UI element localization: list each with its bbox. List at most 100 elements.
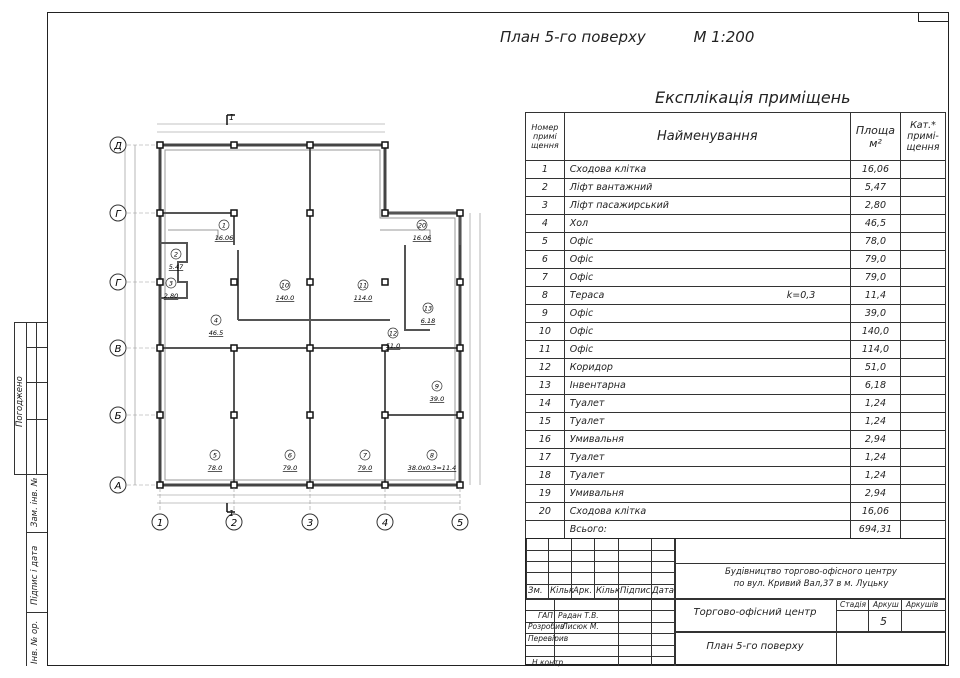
sheet-label: Аркуш [873, 600, 899, 609]
svg-text:78.0: 78.0 [208, 464, 222, 472]
room-number: 17 [525, 448, 565, 467]
structural-column [156, 278, 164, 286]
room-name: Туалет [563, 448, 851, 467]
svg-text:140.0: 140.0 [276, 294, 295, 302]
dimension-lines [124, 123, 481, 504]
room-label: 116.06 [215, 219, 234, 242]
role-label: Н.контр. [532, 658, 566, 667]
room-number: 1 [525, 160, 565, 179]
svg-text:А: А [114, 481, 122, 492]
room-name-text: Умивальня [569, 434, 624, 445]
svg-text:16.06: 16.06 [215, 234, 234, 242]
svg-text:2: 2 [231, 518, 237, 529]
title-block-line [836, 598, 837, 665]
room-area: 79,0 [849, 250, 902, 269]
title-block-line [526, 572, 674, 573]
room-label: 679.0 [283, 449, 297, 472]
explication-table: Номер примі щення Найменування Площа м² … [525, 112, 946, 539]
svg-text:4: 4 [382, 518, 388, 529]
room-category [900, 178, 946, 197]
svg-text:1: 1 [222, 222, 226, 230]
axis-row-marker: Г [109, 273, 155, 291]
svg-text:51.0: 51.0 [386, 342, 400, 350]
svg-text:114.0: 114.0 [354, 294, 373, 302]
structural-column [306, 209, 314, 217]
room-name-text: Туалет [569, 416, 605, 427]
room-name: Сходова клітка [563, 502, 851, 521]
structural-column [156, 344, 164, 352]
room-name: Коридор [563, 358, 851, 377]
room-category [900, 358, 946, 377]
room-category [900, 268, 946, 287]
title-block-line [526, 633, 674, 634]
title-block-line [548, 539, 549, 599]
person-name: Радан Т.В. [558, 611, 599, 620]
title-block-line [868, 598, 869, 631]
structural-column [381, 278, 389, 286]
room-category [900, 448, 946, 467]
room-number: 16 [525, 430, 565, 449]
title-block-line [526, 610, 674, 611]
svg-text:9: 9 [435, 383, 439, 391]
person-name: Лисюк М. [562, 622, 599, 631]
room-category [900, 412, 946, 431]
title-block-line [594, 539, 595, 599]
room-category [900, 430, 946, 449]
building-name: Торгово-офісний центр [693, 607, 817, 618]
room-name: Туалет [563, 394, 851, 413]
role-label: Перевірив [528, 634, 569, 643]
svg-text:16.06: 16.06 [413, 234, 432, 242]
room-area: 51,0 [849, 358, 902, 377]
room-label: 446.5 [209, 314, 223, 337]
room-name: Туалет [563, 412, 851, 431]
total-row: Всього:694,31 [525, 520, 946, 539]
svg-text:38.0x0.3=11.4: 38.0x0.3=11.4 [408, 464, 457, 472]
room-name: Ліфт пасажирський [563, 196, 851, 215]
room-name: Офіс [563, 232, 851, 251]
project-address: по вул. Кривий Вал,37 в м. Луцьку [733, 579, 889, 589]
structural-column [381, 141, 389, 149]
room-name-text: Туалет [569, 398, 605, 409]
room-area: 16,06 [849, 160, 902, 179]
title-block-line [526, 539, 527, 599]
title-block-line [526, 584, 674, 585]
room-number: 19 [525, 484, 565, 503]
structural-column [306, 141, 314, 149]
svg-text:8: 8 [430, 452, 434, 460]
room-name-text: Офіс [569, 308, 594, 319]
title-block-col-header: Кільк [596, 586, 620, 596]
title-block-line [674, 631, 946, 633]
room-number: 5 [525, 232, 565, 251]
room-category [900, 322, 946, 341]
svg-text:Г: Г [115, 278, 122, 289]
room-category [900, 286, 946, 305]
room-area: 11,4 [849, 286, 902, 305]
room-category [900, 160, 946, 179]
structural-column [456, 209, 464, 217]
room-name: Сходова клітка [563, 160, 851, 179]
partitions [160, 145, 461, 485]
structural-column [381, 209, 389, 217]
inv-orig-label: Інв. № ор. [30, 620, 40, 664]
room-area: 1,24 [849, 412, 902, 431]
svg-text:10: 10 [281, 282, 289, 290]
axis-col-marker: 3 [301, 488, 319, 531]
section-mark-top: 1 [229, 113, 234, 122]
axis-col-marker: 2 [225, 488, 243, 531]
axis-col-marker: 1 [151, 488, 169, 531]
title-block-line [571, 539, 572, 599]
axis-row-marker: А [109, 476, 155, 494]
room-category [900, 484, 946, 503]
title-block-line [554, 599, 555, 666]
room-area: 2,94 [849, 430, 902, 449]
room-area: 16,06 [849, 502, 902, 521]
room-area: 78,0 [849, 232, 902, 251]
svg-text:5: 5 [457, 518, 463, 529]
table-row: 14 Туалет 1,24 [525, 394, 946, 413]
svg-text:Б: Б [115, 411, 122, 422]
axis-col-marker: 5 [451, 488, 469, 531]
